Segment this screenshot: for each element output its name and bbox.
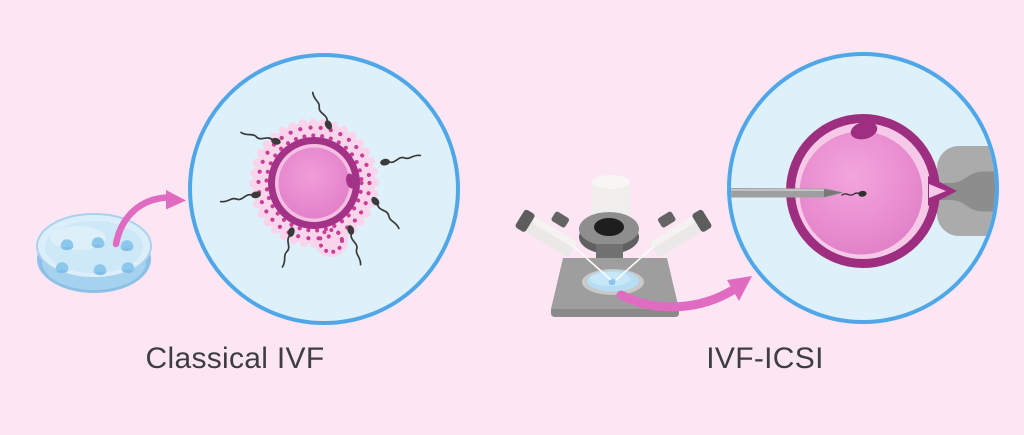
stage-front: [551, 309, 679, 317]
right-micromanipulator-arm: [650, 209, 712, 257]
right-arm-knob: [657, 211, 676, 228]
objective-lens: [594, 218, 624, 236]
cytoplasm: [278, 147, 350, 219]
ivf-icsi-label: IVF-ICSI: [706, 342, 824, 375]
petri-dish-icon: [36, 213, 152, 293]
corona-scallop-edge: [249, 118, 379, 248]
classical-ivf-magnified-view: [188, 53, 460, 325]
holding-pipette-icon: [937, 146, 995, 236]
classical-ivf-panel: [36, 53, 460, 325]
left-needle: [572, 245, 612, 281]
curved-arrow-icon: [112, 190, 186, 248]
corona-dots: [264, 133, 364, 233]
oocyte-with-corona-icon: [249, 118, 379, 257]
classical-ivf-label: Classical IVF: [145, 342, 325, 375]
vacuole: [346, 173, 355, 189]
left-micromanipulator-arm: [515, 209, 577, 257]
right-needle: [615, 245, 655, 281]
micromanipulator-microscope-icon: [515, 175, 712, 317]
corona-dots: [256, 125, 372, 241]
curved-arrow-icon: [616, 276, 752, 312]
corona-dots: [318, 228, 344, 254]
polar-body: [850, 121, 878, 140]
ivf-icsi-panel: [515, 52, 999, 324]
icsi-magnified-view: [727, 52, 999, 324]
injection-pipette-icon: [731, 188, 843, 198]
left-arm-knob: [551, 211, 570, 228]
injected-sperm-icon: [841, 190, 867, 197]
